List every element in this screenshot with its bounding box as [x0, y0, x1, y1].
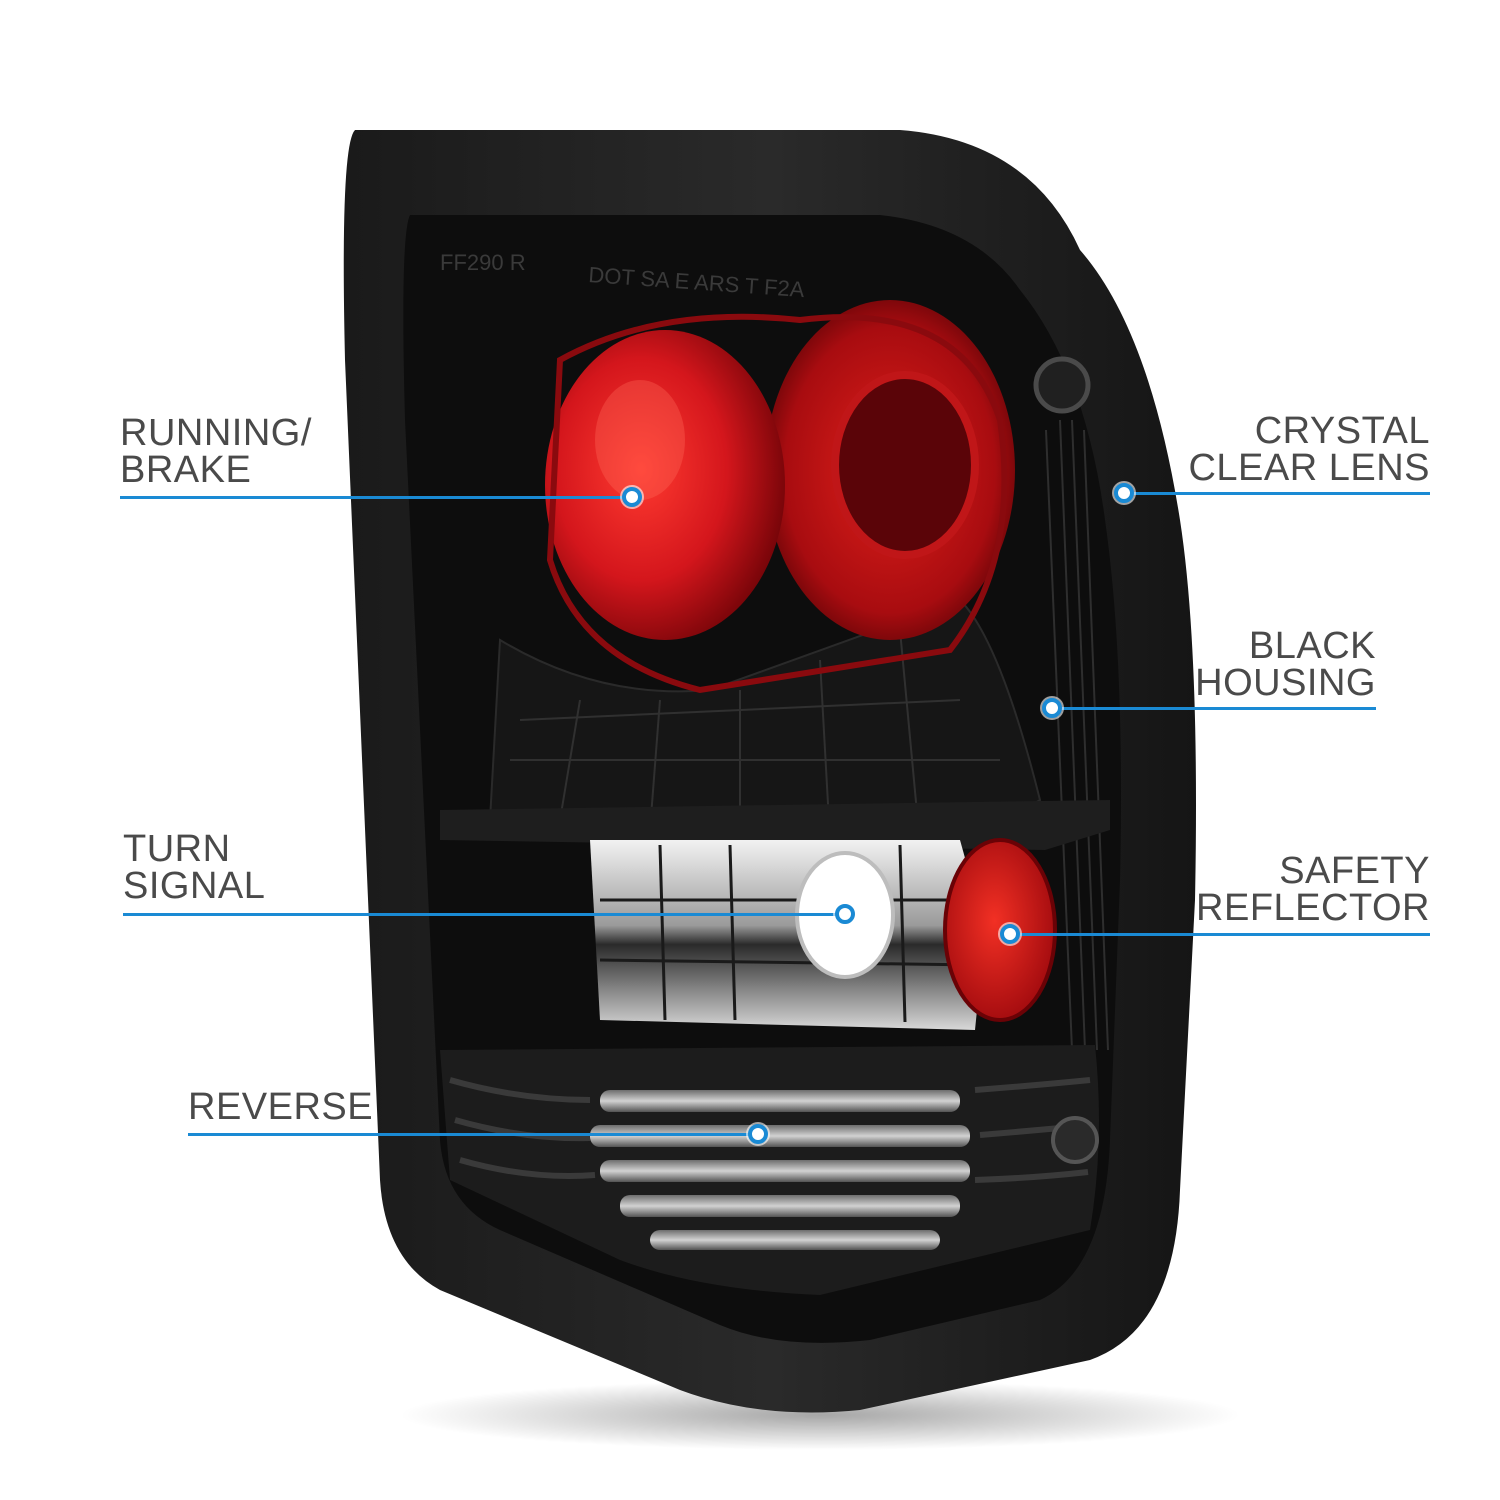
marker-running-brake: [622, 487, 642, 507]
label-turn-signal: TURN SIGNAL: [123, 828, 266, 907]
turn-signal-facets: [599, 844, 981, 1023]
label-black-housing-line1: BLACK: [1248, 625, 1376, 667]
label-safety-reflector-line1: SAFETY: [1279, 850, 1430, 892]
label-crystal-clear-lens-line2: CLEAR LENS: [1188, 447, 1430, 489]
label-running-brake: RUNNING/ BRAKE: [120, 412, 312, 491]
label-reverse: REVERSE: [188, 1086, 374, 1128]
housing-divider: [440, 800, 1110, 850]
turn-signal-reflector: [590, 840, 985, 1030]
label-reverse-line1: REVERSE: [188, 1086, 374, 1128]
leader-turn-signal: [123, 913, 845, 916]
brake-lamp-highlight: [595, 380, 685, 500]
part-code-molding: FF290 R: [440, 250, 526, 275]
label-crystal-clear-lens-line1: CRYSTAL: [1254, 410, 1430, 452]
label-crystal-clear-lens: CRYSTAL CLEAR LENS: [1188, 410, 1430, 489]
brake-lamp-inner-ring: [831, 371, 979, 559]
ground-shadow: [400, 1380, 1240, 1450]
label-running-brake-line1: RUNNING/: [120, 412, 312, 454]
brake-lamp-main-lens: [545, 330, 785, 640]
marker-reverse: [748, 1124, 768, 1144]
reverse-outer-ribs: [449, 1077, 1093, 1183]
label-safety-reflector-line2: REFLECTOR: [1196, 887, 1430, 929]
label-safety-reflector: SAFETY REFLECTOR: [1196, 850, 1430, 929]
marker-crystal-clear-lens: [1114, 483, 1134, 503]
label-running-brake-line2: BRAKE: [120, 449, 252, 491]
leader-reverse: [188, 1133, 758, 1136]
label-turn-signal-line2: SIGNAL: [123, 865, 266, 907]
marker-safety-reflector: [1000, 924, 1020, 944]
label-black-housing-line2: HOUSING: [1195, 662, 1376, 704]
leader-crystal-clear-lens: [1124, 492, 1430, 495]
leader-running-brake: [120, 496, 632, 499]
label-black-housing: BLACK HOUSING: [1195, 625, 1376, 704]
leader-black-housing: [1052, 707, 1376, 710]
lens-ribbing: [1045, 419, 1109, 1051]
leader-safety-reflector: [1010, 933, 1430, 936]
marker-black-housing: [1042, 698, 1062, 718]
reverse-lamp-ribs: [590, 1090, 970, 1250]
marker-turn-signal: [835, 904, 855, 924]
label-turn-signal-line1: TURN: [123, 828, 231, 870]
mounting-stud: [1051, 1116, 1099, 1164]
upper-mounting-stud: [1033, 356, 1091, 414]
brake-lamp-housing-edge: [546, 313, 1008, 694]
